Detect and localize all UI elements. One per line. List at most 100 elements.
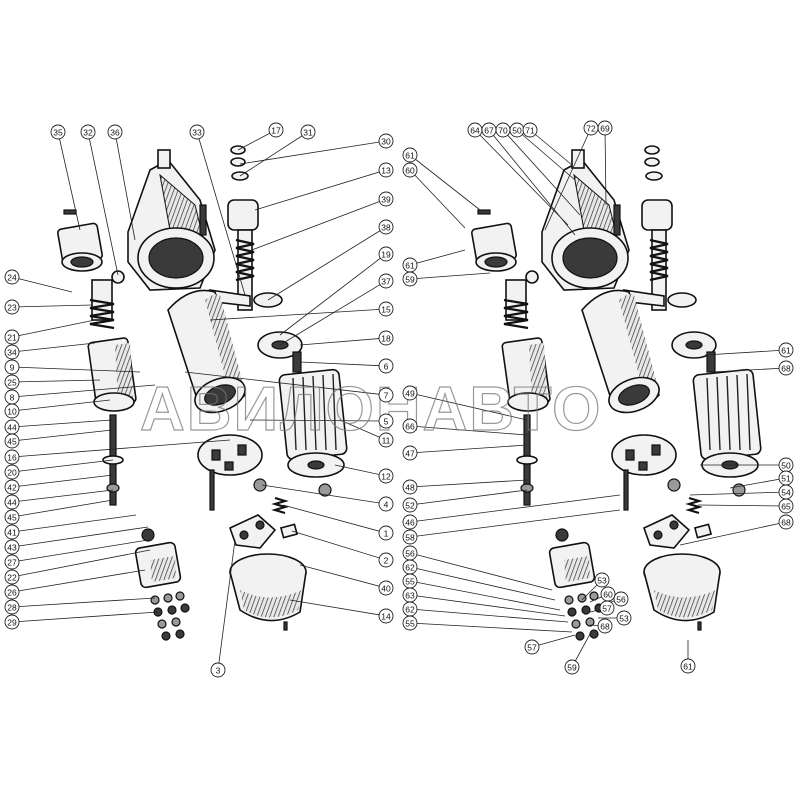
callout-1: 1 [378, 525, 394, 541]
leader-line [11, 499, 114, 518]
leader-line [502, 129, 581, 216]
leader-line [697, 504, 787, 507]
callout-number: 60 [405, 166, 415, 176]
callout-circle [50, 124, 66, 140]
leader-line [291, 530, 387, 561]
leader-line [11, 539, 149, 563]
leader-line [409, 489, 528, 506]
callout-68: 68 [778, 360, 794, 376]
callout-number: 23 [7, 303, 17, 313]
callout-7: 7 [378, 387, 394, 403]
callout-17: 17 [268, 122, 284, 138]
callout-68: 68 [778, 514, 794, 530]
leader-line [409, 249, 466, 266]
callout-circle [4, 329, 20, 345]
callout-circle [680, 658, 696, 674]
callout-number: 69 [600, 124, 610, 134]
callout-62: 62 [402, 601, 418, 617]
callout-circle [402, 445, 418, 461]
leader-line [409, 566, 556, 601]
callout-number: 58 [405, 533, 415, 543]
callout-number: 52 [405, 501, 415, 511]
callout-number: 67 [484, 126, 494, 136]
callout-55: 55 [402, 573, 418, 589]
callout-65: 65 [778, 498, 794, 514]
callout-circle [597, 618, 613, 634]
leader-line [239, 140, 387, 165]
callout-number: 55 [405, 577, 415, 587]
callout-4: 4 [378, 496, 394, 512]
callout-56: 56 [613, 591, 629, 607]
leader-line [87, 131, 119, 276]
callout-18: 18 [378, 330, 394, 346]
leader-line [299, 337, 387, 346]
callout-51: 51 [778, 470, 794, 486]
callout-61: 61 [402, 257, 418, 273]
leader-line [279, 280, 387, 346]
leader-line [409, 154, 481, 211]
callout-number: 61 [683, 662, 693, 672]
callout-number: 46 [405, 518, 415, 528]
leader-line [11, 459, 114, 473]
leader-line [474, 129, 569, 226]
leader-line [11, 399, 111, 412]
callout-49: 49 [402, 385, 418, 401]
callout-number: 65 [781, 502, 791, 512]
callout-59: 59 [402, 271, 418, 287]
callout-number: 50 [781, 461, 791, 471]
callout-circle [4, 479, 20, 495]
leader-line [11, 439, 231, 458]
callout-circle [402, 271, 418, 287]
callout-8: 8 [4, 389, 20, 405]
callout-circle [402, 514, 418, 530]
callout-number: 15 [381, 305, 391, 315]
callout-circle [107, 124, 123, 140]
callout-number: 16 [7, 453, 17, 463]
callout-circle [778, 342, 794, 358]
callout-46: 46 [402, 514, 418, 530]
callout-circle [189, 124, 205, 140]
callout-39: 39 [378, 191, 394, 207]
leader-line [339, 419, 387, 441]
callout-number: 2 [384, 556, 389, 566]
callout-circle [378, 525, 394, 541]
callout-28: 28 [4, 599, 20, 615]
callout-circle [4, 494, 20, 510]
callout-number: 57 [602, 604, 612, 614]
callout-number: 20 [7, 468, 17, 478]
callout-number: 47 [405, 449, 415, 459]
leader-line [711, 367, 787, 373]
callout-9: 9 [4, 359, 20, 375]
leader-line [254, 169, 387, 211]
callout-number: 14 [381, 612, 391, 622]
leader-line [11, 384, 156, 398]
callout-41: 41 [4, 524, 20, 540]
callout-38: 38 [378, 219, 394, 235]
callout-circle [402, 147, 418, 163]
callout-circle [4, 344, 20, 360]
leader-line [11, 597, 156, 608]
leader-line [11, 514, 137, 533]
callout-67: 67 [481, 122, 497, 138]
callout-number: 68 [781, 364, 791, 374]
callout-circle [4, 554, 20, 570]
callout-63: 63 [402, 587, 418, 603]
leader-line [689, 491, 787, 496]
callout-55: 55 [402, 615, 418, 631]
leader-line [409, 509, 621, 538]
callout-58: 58 [402, 529, 418, 545]
callout-number: 6 [384, 362, 389, 372]
leader-line [516, 129, 576, 181]
callout-number: 32 [83, 128, 93, 138]
leader-line [11, 419, 113, 428]
callout-45: 45 [4, 509, 20, 525]
leader-line [11, 569, 146, 593]
callout-number: 28 [7, 603, 17, 613]
callout-number: 17 [271, 126, 281, 136]
callout-number: 61 [405, 151, 415, 161]
callout-number: 34 [7, 348, 17, 358]
callout-number: 48 [405, 483, 415, 493]
callout-circle [378, 273, 394, 289]
